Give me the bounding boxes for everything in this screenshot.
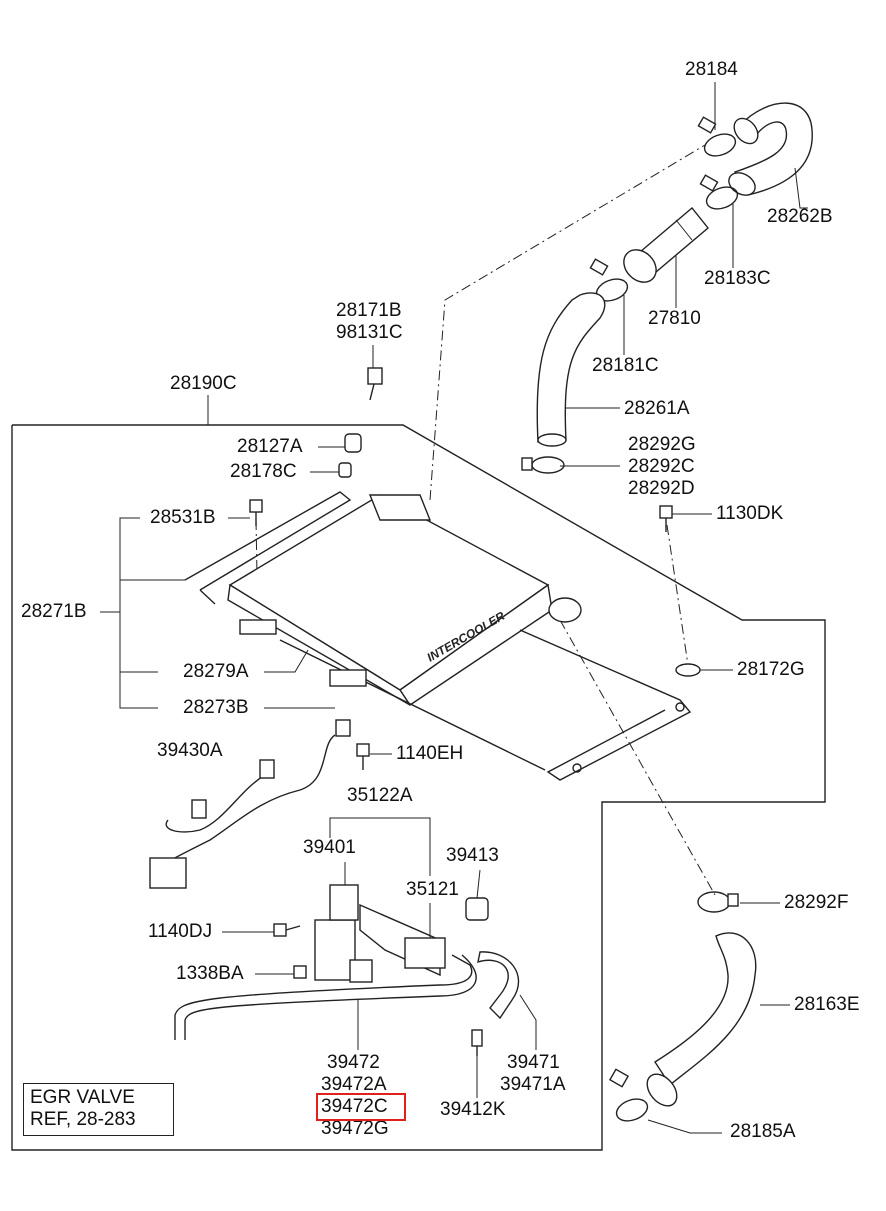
- hose-39472: [174, 954, 477, 1040]
- label-39472g[interactable]: 39472G: [321, 1118, 389, 1139]
- clamp-28292g: [521, 456, 565, 474]
- pipe-27810: [623, 207, 709, 283]
- bolt-1140dj: [273, 923, 301, 937]
- label-28181c[interactable]: 28181C: [592, 355, 659, 376]
- label-1140eh[interactable]: 1140EH: [396, 743, 464, 764]
- label-28190c[interactable]: 28190C: [170, 373, 237, 394]
- egr-reference-box[interactable]: EGR VALVE REF, 28-283: [23, 1083, 174, 1136]
- label-39430a[interactable]: 39430A: [157, 740, 223, 761]
- label-28183c[interactable]: 28183C: [704, 268, 771, 289]
- label-28262b[interactable]: 28262B: [767, 206, 833, 227]
- egr-ref-line2: REF, 28-283: [30, 1109, 136, 1130]
- bolt-1130dk: [659, 505, 673, 532]
- leader-lines: [100, 82, 808, 1134]
- label-1130dk[interactable]: 1130DK: [716, 503, 784, 524]
- label-28171b[interactable]: 28171B: [336, 300, 402, 321]
- bolt-1140eh: [356, 743, 370, 770]
- assembly-boundary: [11, 424, 826, 1151]
- centerline-bolt: [666, 524, 689, 666]
- collar-28178c: [338, 462, 352, 478]
- label-39472a[interactable]: 39472A: [321, 1074, 387, 1095]
- bracket-28271b: [184, 491, 692, 781]
- hose-28262b: [728, 102, 813, 196]
- centerline-upper: [429, 144, 706, 501]
- bolt-28531b: [249, 499, 263, 526]
- label-28271b[interactable]: 28271B: [21, 601, 87, 622]
- hose-39471: [477, 951, 520, 1020]
- label-28292c[interactable]: 28292C: [628, 456, 695, 477]
- label-28292g[interactable]: 28292G: [628, 434, 696, 455]
- clamp-28183c: [699, 174, 739, 210]
- clamp-28184: [697, 116, 737, 157]
- label-28178c[interactable]: 28178C: [230, 461, 297, 482]
- centerline-lower: [559, 619, 716, 896]
- label-28163e[interactable]: 28163E: [794, 994, 860, 1015]
- label-39472c[interactable]: 39472C: [321, 1096, 388, 1117]
- label-39401[interactable]: 39401: [303, 837, 356, 858]
- label-28261a[interactable]: 28261A: [624, 398, 690, 419]
- label-39413[interactable]: 39413: [446, 845, 499, 866]
- clamp-28185a: [608, 1068, 649, 1122]
- label-1338ba[interactable]: 1338BA: [176, 963, 244, 984]
- egr-ref-line1: EGR VALVE: [30, 1087, 135, 1108]
- label-28273b[interactable]: 28273B: [183, 697, 249, 718]
- label-39471a[interactable]: 39471A: [500, 1074, 566, 1095]
- hose-28261a: [536, 292, 606, 447]
- label-28531b[interactable]: 28531B: [150, 507, 216, 528]
- check-valve-39412k: [471, 1029, 483, 1056]
- label-28127a[interactable]: 28127A: [237, 436, 303, 457]
- intercooler: [227, 494, 582, 706]
- valve-39413: [465, 897, 489, 921]
- label-39412k[interactable]: 39412K: [440, 1099, 506, 1120]
- label-1140dj[interactable]: 1140DJ: [148, 921, 213, 942]
- label-39471[interactable]: 39471: [507, 1052, 560, 1073]
- clamp-28292f: [697, 891, 739, 913]
- hose-28163e: [646, 932, 757, 1107]
- label-35121[interactable]: 35121: [406, 879, 459, 900]
- solenoid-39401: [314, 884, 446, 983]
- label-28292f[interactable]: 28292F: [784, 892, 849, 913]
- highlight-39472c: [316, 1093, 406, 1121]
- label-28184[interactable]: 28184: [685, 59, 738, 80]
- label-28172g[interactable]: 28172G: [737, 659, 805, 680]
- harness-39430a: [149, 719, 351, 889]
- label-98131c[interactable]: 98131C: [336, 322, 403, 343]
- label-39472[interactable]: 39472: [327, 1052, 380, 1073]
- label-28185a[interactable]: 28185A: [730, 1121, 796, 1142]
- nut-1338ba: [293, 965, 307, 979]
- grommet-28172g: [675, 663, 701, 677]
- label-35122a[interactable]: 35122A: [347, 785, 413, 806]
- label-28292d[interactable]: 28292D: [628, 478, 695, 499]
- label-27810[interactable]: 27810: [648, 308, 701, 329]
- bushing-28127a: [344, 433, 362, 453]
- bolt-28171b: [367, 367, 383, 401]
- label-28279a[interactable]: 28279A: [183, 661, 249, 682]
